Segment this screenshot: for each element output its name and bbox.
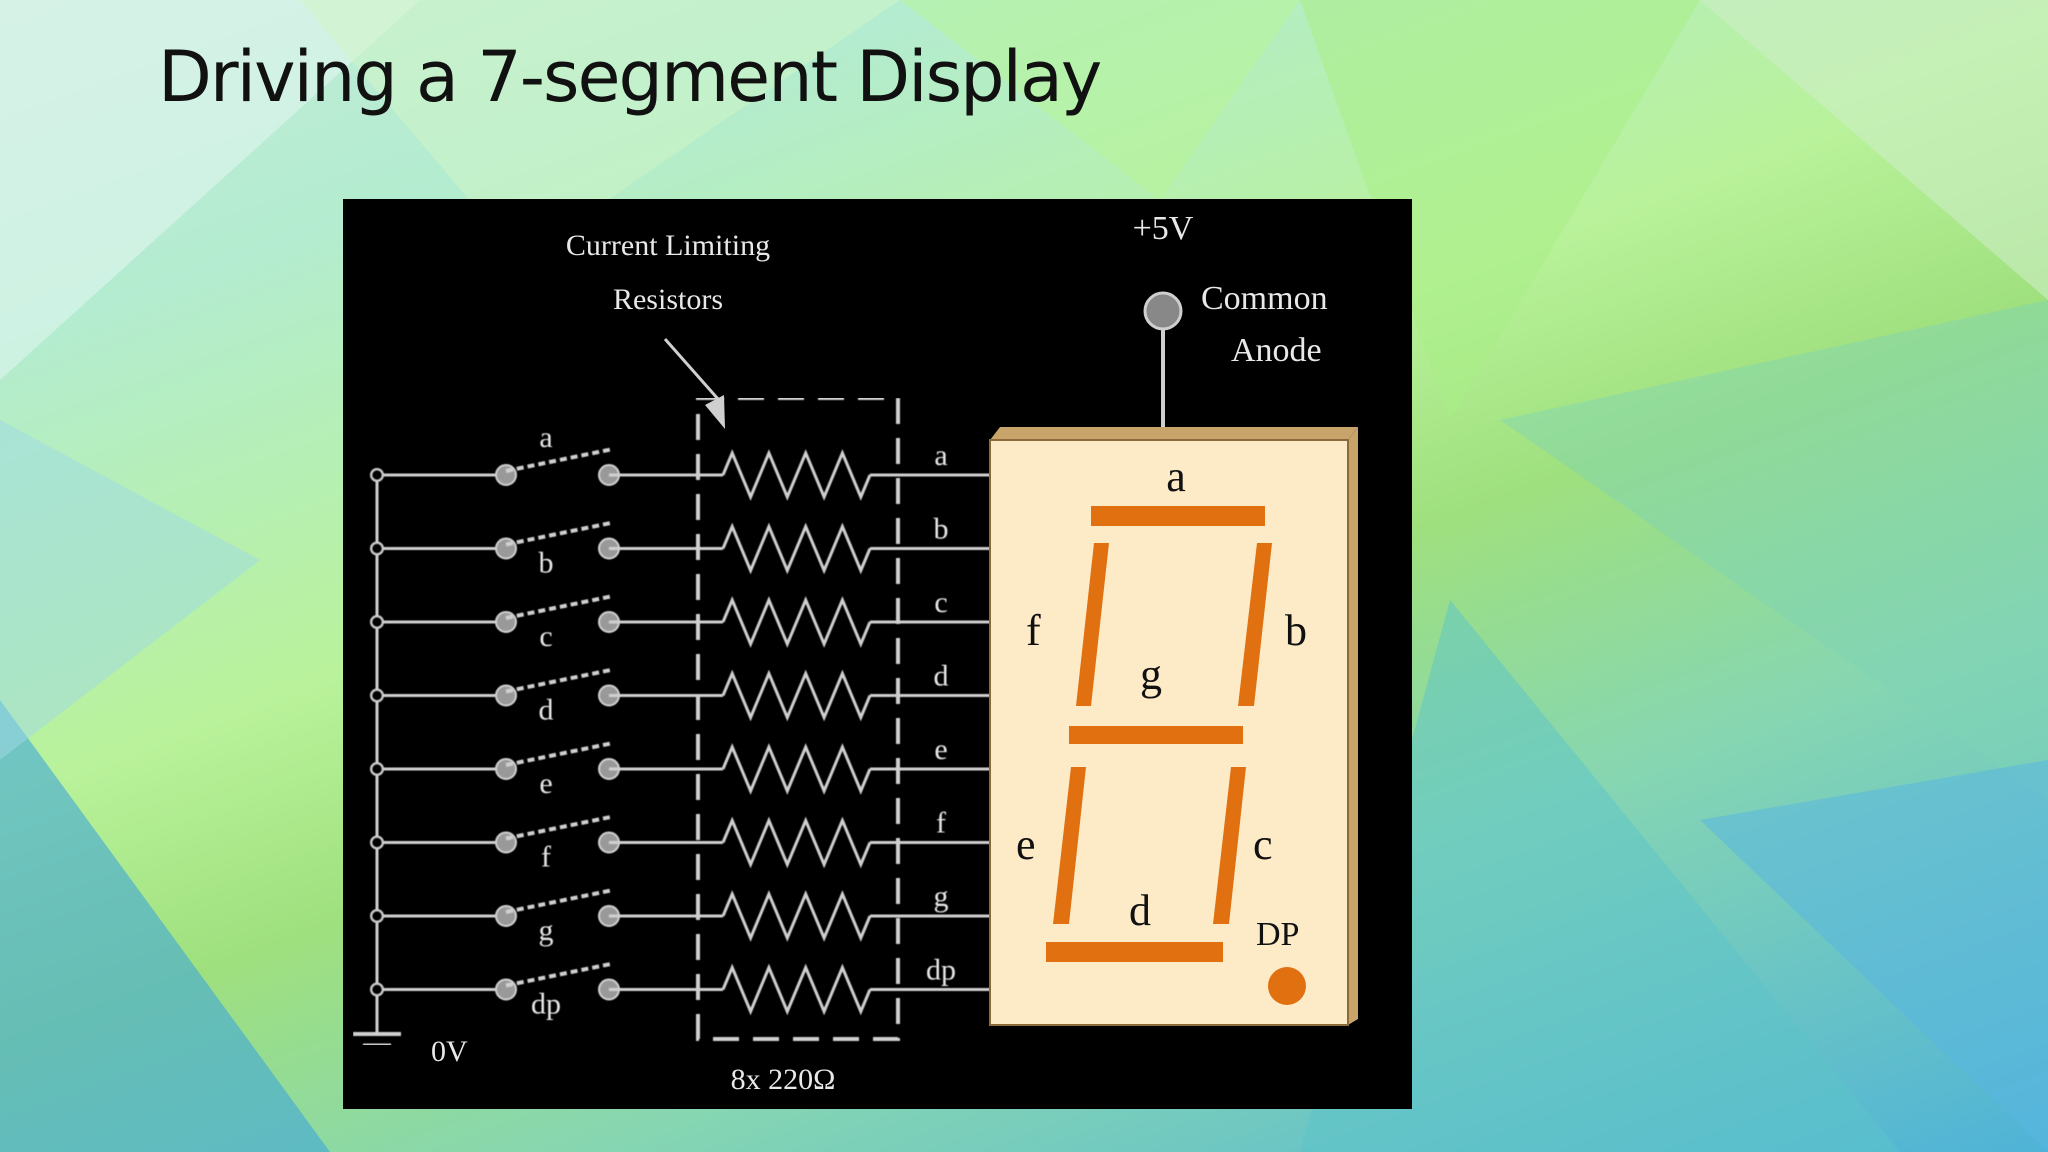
segment-label-b: b	[1285, 606, 1307, 655]
bus-junction	[370, 541, 384, 556]
output-label: c	[934, 586, 947, 619]
segment-d	[1046, 942, 1223, 962]
switch-label: d	[539, 694, 554, 727]
circuit-svg: a a b b c c d d e e f f g g dp dp Current Limiting Resi…	[353, 210, 1358, 1096]
output-label: d	[934, 660, 949, 693]
anode-label-line2: Anode	[1231, 332, 1322, 369]
switch-left-contact	[495, 758, 517, 780]
switch-label: dp	[531, 988, 561, 1021]
segment-label-d: d	[1129, 886, 1151, 935]
bus-junction	[370, 909, 384, 923]
resistor-zigzag	[721, 816, 872, 869]
output-label: f	[936, 807, 946, 840]
display-side-edge	[1348, 427, 1358, 1025]
output-label: g	[934, 880, 949, 913]
anode-label-line1: Common	[1201, 280, 1328, 317]
display-top-edge	[990, 427, 1358, 440]
slide-title: Driving a 7-segment Display	[158, 36, 1102, 118]
bus-junction	[370, 688, 384, 703]
seven-segment-display: a b c d e f g DP	[989, 427, 1358, 1026]
bus-junction	[370, 762, 384, 776]
output-label: a	[934, 439, 947, 472]
resistor-zigzag	[721, 743, 872, 795]
segment-a	[1091, 506, 1265, 526]
switch-left-contact	[495, 537, 517, 560]
segment-label-f: f	[1026, 606, 1041, 655]
switch-left-contact	[495, 831, 517, 854]
bus-junction	[370, 615, 384, 629]
switch-lever	[505, 447, 614, 473]
resistor-zigzag	[721, 669, 872, 722]
resistor-pointer-arrowhead	[705, 395, 725, 429]
resistor-value-label: 8x 220Ω	[731, 1063, 836, 1096]
segment-e	[1053, 767, 1086, 924]
switch-lever	[505, 741, 614, 767]
supply-terminal	[1143, 291, 1183, 331]
switch-left-contact	[495, 464, 517, 486]
output-label: dp	[926, 954, 956, 987]
switch-label: g	[539, 914, 554, 947]
output-label: b	[934, 513, 949, 546]
resistor-zigzag	[721, 963, 872, 1016]
switch-label: e	[539, 767, 552, 800]
switch-lever	[505, 667, 614, 694]
bus-junction	[370, 835, 384, 850]
segment-label-e: e	[1016, 820, 1036, 869]
resistor-package-outline	[696, 396, 900, 1041]
switch-lever	[505, 961, 614, 988]
segment-label-dp: DP	[1256, 916, 1299, 953]
resistor-zigzag	[721, 596, 872, 648]
switch-lever	[505, 594, 614, 620]
resistor-pointer-arrow	[663, 338, 720, 400]
switch-label: b	[539, 547, 554, 580]
output-label: e	[934, 733, 947, 766]
switch-left-contact	[495, 978, 517, 1001]
switch-label: f	[541, 841, 551, 874]
switch-lever	[505, 888, 614, 914]
wiring-group: a a b b c c d d e e f f g g dp dp	[353, 396, 990, 1047]
switch-left-contact	[495, 905, 517, 927]
bus-junction	[370, 468, 384, 482]
segment-label-a: a	[1166, 452, 1186, 501]
resistor-zigzag	[721, 449, 872, 501]
segment-c	[1213, 767, 1246, 924]
resistor-group-label-line2: Resistors	[613, 283, 723, 316]
switch-label: a	[539, 421, 552, 454]
supply-label: +5V	[1133, 210, 1194, 247]
circuit-diagram: a a b b c c d d e e f f g g dp dp Current Limiting Resi…	[343, 199, 1412, 1109]
segment-label-g: g	[1140, 650, 1162, 699]
switch-left-contact	[495, 611, 517, 633]
resistor-zigzag	[721, 890, 872, 942]
ground-label: 0V	[431, 1035, 468, 1068]
segment-label-c: c	[1253, 820, 1273, 869]
switch-label: c	[539, 620, 552, 653]
switch-left-contact	[495, 684, 517, 707]
switch-lever	[505, 814, 614, 841]
switch-lever	[505, 520, 614, 547]
bus-junction	[370, 982, 384, 997]
segment-f	[1076, 543, 1109, 706]
segment-g	[1069, 726, 1243, 744]
resistor-group-label-line1: Current Limiting	[566, 229, 770, 262]
segment-b	[1238, 543, 1272, 706]
segment-dp	[1268, 967, 1306, 1005]
resistor-zigzag	[721, 522, 872, 575]
